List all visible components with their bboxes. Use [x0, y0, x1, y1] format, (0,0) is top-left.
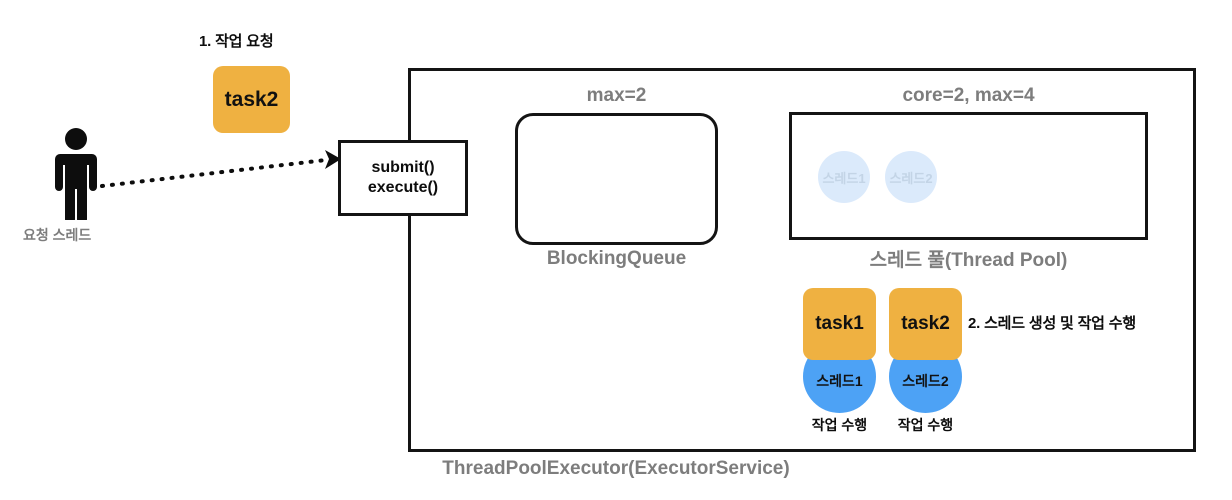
running-thread-label: 스레드1	[816, 373, 863, 389]
incoming-task-label: task2	[224, 87, 279, 111]
running-task-chip: task2	[889, 288, 962, 360]
executor-container	[408, 68, 1196, 452]
blocking-queue-box	[515, 113, 718, 245]
idle-thread-label: 스레드1	[822, 170, 866, 186]
running-task-status: 작업 수행	[811, 417, 868, 433]
idle-thread-circle: 스레드1	[818, 151, 870, 203]
blocking-queue-label: BlockingQueue	[546, 248, 687, 269]
running-task-stack: 스레드2 task2 작업 수행	[889, 288, 962, 433]
incoming-task-chip: task2	[213, 66, 290, 133]
running-task-column: 스레드2 task2 작업 수행	[889, 288, 962, 433]
running-task-stack: 스레드1 task1 작업 수행	[803, 288, 876, 433]
execute-method-label: execute()	[367, 179, 439, 196]
queue-capacity-label: max=2	[586, 85, 647, 106]
thread-pool-box: 스레드1 스레드2	[789, 112, 1148, 240]
idle-thread-circle: 스레드2	[885, 151, 937, 203]
running-thread-label: 스레드2	[902, 373, 949, 389]
executor-title: ThreadPoolExecutor(ExecutorService)	[442, 458, 790, 479]
request-arrow-icon	[100, 148, 345, 188]
idle-thread-label: 스레드2	[889, 170, 933, 186]
running-task-chip: task1	[803, 288, 876, 360]
requester-label: 요청 스레드	[23, 227, 92, 243]
thread-pool-label: 스레드 풀(Thread Pool)	[869, 250, 1068, 271]
step-2-caption: 2. 스레드 생성 및 작업 수행	[968, 315, 1136, 332]
running-task-label: task2	[901, 313, 950, 334]
step-1-caption: 1. 작업 요청	[199, 33, 274, 50]
running-task-status: 작업 수행	[897, 417, 954, 433]
running-task-label: task1	[815, 313, 864, 334]
thread-pool-capacity-label: core=2, max=4	[902, 85, 1035, 106]
submit-method-label: submit()	[371, 159, 435, 177]
running-task-column: 스레드1 task1 작업 수행	[803, 288, 876, 433]
person-icon	[48, 128, 104, 224]
submit-execute-box: submit() execute()	[338, 140, 468, 216]
